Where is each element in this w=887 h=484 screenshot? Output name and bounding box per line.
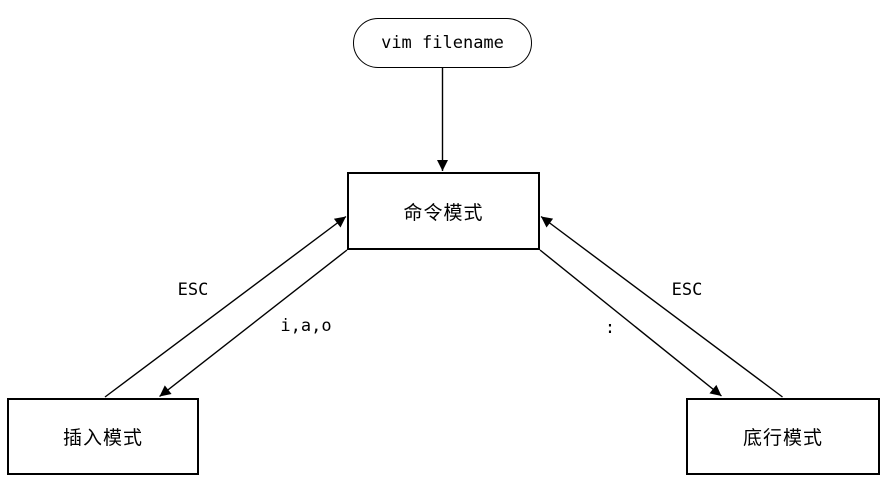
esc-left-edge-label: ESC <box>177 280 209 300</box>
command-mode-node: 命令模式 <box>347 172 540 250</box>
bottomline-mode-node: 底行模式 <box>686 398 880 475</box>
insert-to-command-arrow <box>104 215 347 398</box>
command-to-bottomline-arrow <box>539 249 722 397</box>
start-node: vim filename <box>353 18 532 68</box>
bottomline-to-command-arrow <box>540 215 783 398</box>
command-mode-label: 命令模式 <box>403 201 484 224</box>
insert-mode-label: 插入模式 <box>62 427 143 449</box>
command-to-insert-arrow <box>159 249 348 398</box>
start-node-label: vim filename <box>381 33 504 53</box>
insert-mode-node: 插入模式 <box>7 398 199 475</box>
bottomline-mode-label: 底行模式 <box>742 427 823 449</box>
colon-edge-label: : <box>604 318 616 338</box>
iao-edge-label: i,a,o <box>280 316 332 336</box>
esc-right-edge-label: ESC <box>671 280 703 300</box>
